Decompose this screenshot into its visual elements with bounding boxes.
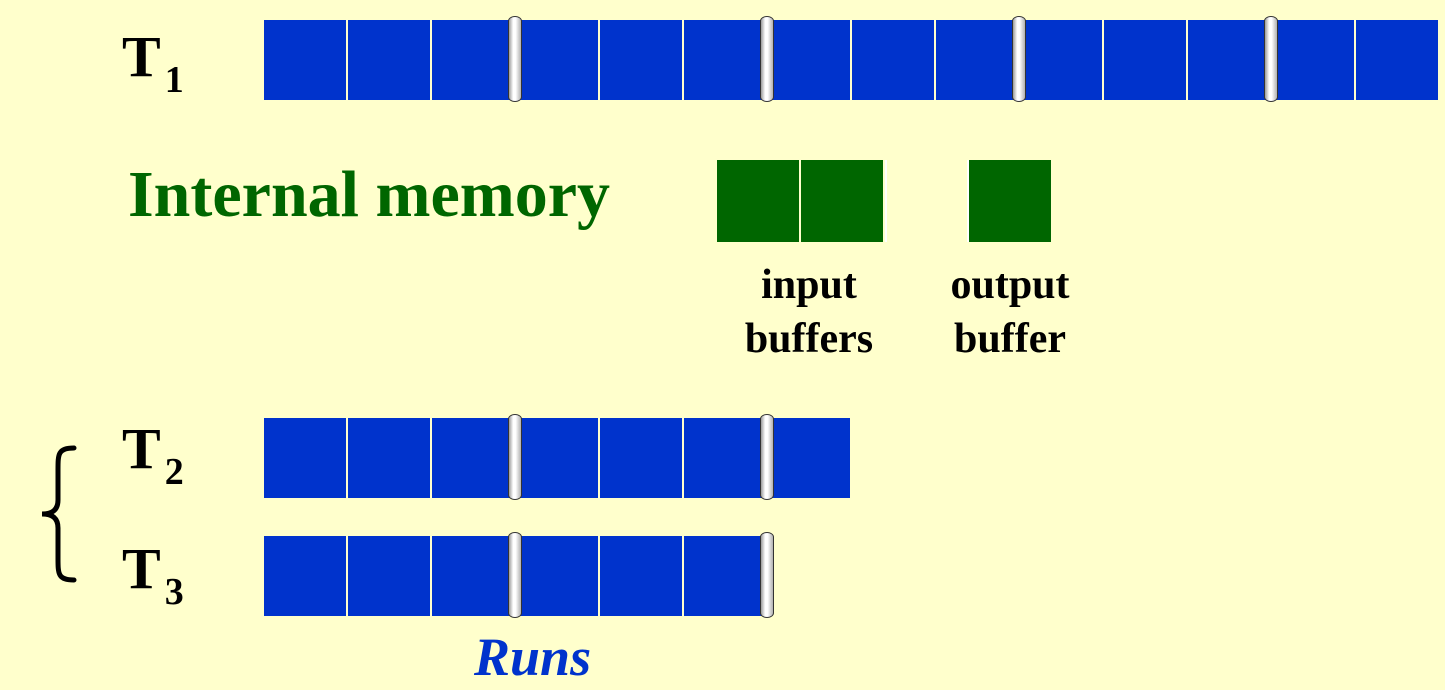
run-separator-icon	[760, 414, 774, 500]
tape-letter: T	[122, 416, 161, 481]
tape-block	[516, 418, 598, 498]
run-separator-icon	[508, 532, 522, 618]
run-separator-icon	[508, 16, 522, 102]
output-caption-line2: buffer	[954, 316, 1066, 362]
curly-brace-icon	[41, 445, 77, 583]
run-separator-icon	[1264, 16, 1278, 102]
tape-block	[936, 20, 1018, 100]
internal-memory-title: Internal memory	[128, 158, 611, 231]
memory-buffer-empty	[885, 160, 969, 242]
tape-block	[432, 536, 514, 616]
tape-block	[348, 20, 430, 100]
tape-subscript: 3	[164, 571, 184, 613]
tape-t3	[264, 532, 774, 618]
tape-block	[1272, 20, 1354, 100]
memory-buffer-filled	[717, 160, 799, 242]
tape-block	[852, 20, 934, 100]
input-buffers-caption: input buffers	[730, 258, 888, 366]
tape-block	[1104, 20, 1186, 100]
tape-block	[1356, 20, 1438, 100]
output-buffer-caption: output buffer	[935, 258, 1085, 366]
tape-block	[348, 418, 430, 498]
tape-block	[264, 418, 346, 498]
tape-block	[600, 418, 682, 498]
tape-block	[768, 20, 850, 100]
tape-block	[684, 418, 766, 498]
tape-block	[516, 536, 598, 616]
run-separator-icon	[508, 414, 522, 500]
tape-block	[264, 20, 346, 100]
tape-block	[516, 20, 598, 100]
run-separator-icon	[760, 532, 774, 618]
tape-block	[684, 20, 766, 100]
run-separator-icon	[1012, 16, 1026, 102]
tape-subscript: 2	[164, 451, 184, 493]
tape-letter: T	[122, 24, 161, 89]
tape-block	[1188, 20, 1270, 100]
tape-block	[432, 418, 514, 498]
input-caption-line1: input	[761, 262, 857, 308]
input-caption-line2: buffers	[744, 316, 874, 362]
memory-buffer-filled	[801, 160, 883, 242]
tape-block	[1020, 20, 1102, 100]
run-separator-icon	[760, 16, 774, 102]
tape-letter: T	[122, 536, 161, 601]
tape-block	[432, 20, 514, 100]
tape-block	[600, 536, 682, 616]
tape-block	[348, 536, 430, 616]
tape-block	[600, 20, 682, 100]
tape-t1	[264, 16, 1440, 102]
tape-t2	[264, 414, 852, 500]
tape-subscript: 1	[164, 59, 184, 101]
runs-label: Runs	[474, 627, 592, 687]
tape-block	[264, 536, 346, 616]
tape-block	[768, 418, 850, 498]
tape-block	[684, 536, 766, 616]
output-caption-line1: output	[950, 262, 1070, 308]
memory-buffer-filled	[969, 160, 1051, 242]
